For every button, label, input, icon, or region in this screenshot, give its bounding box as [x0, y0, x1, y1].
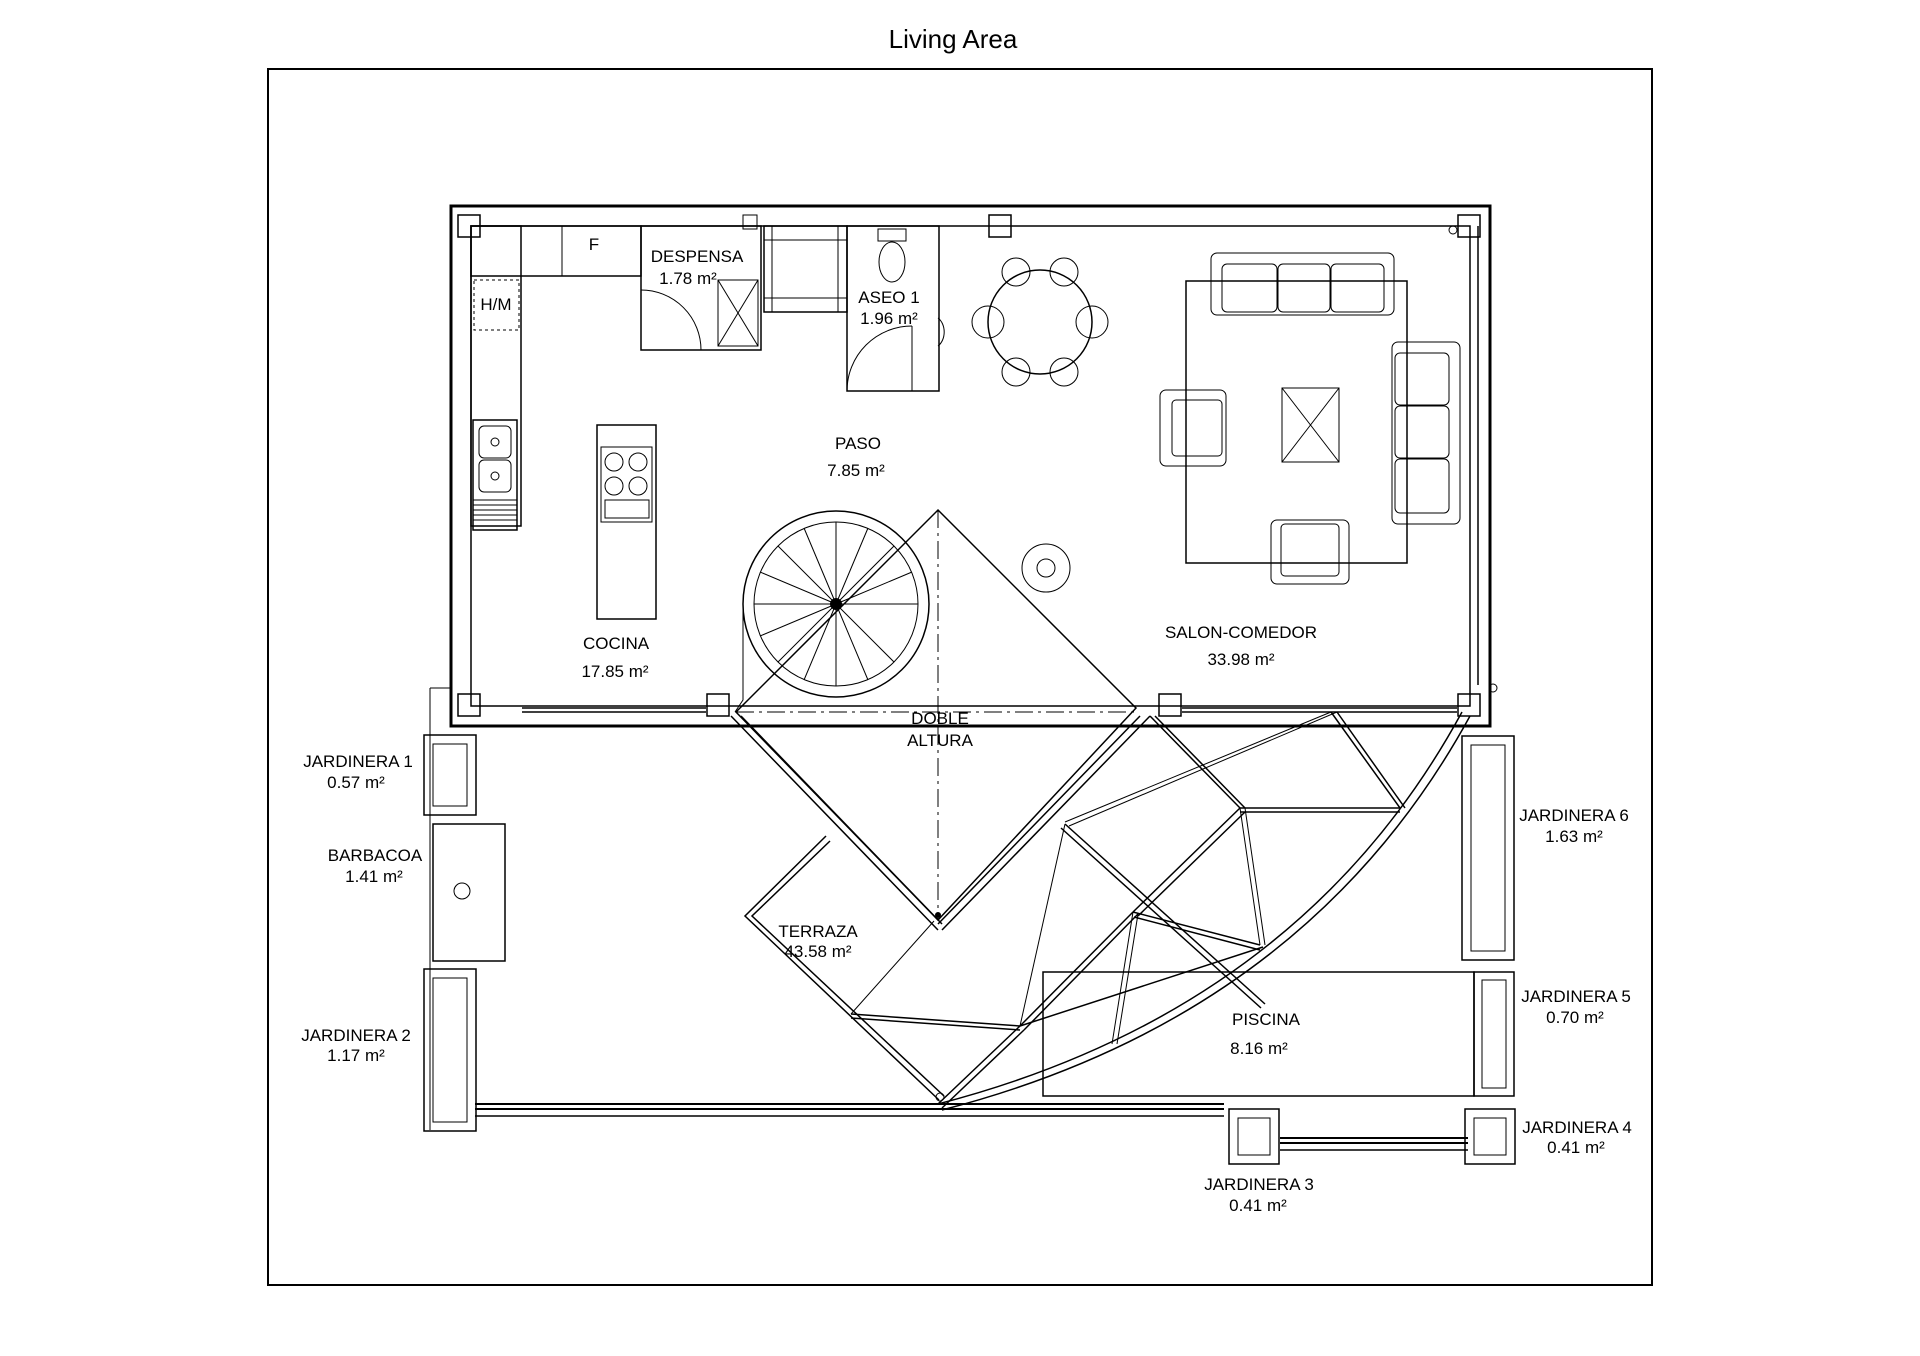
- jardinera5-name: JARDINERA 5: [1521, 987, 1631, 1006]
- paso-name: PASO: [835, 434, 881, 453]
- despensa-area: 1.78 m²: [659, 269, 717, 288]
- despensa-name: DESPENSA: [651, 247, 744, 266]
- kitchen-counter: H/M F: [470, 225, 657, 620]
- terrace-bottom-wall: [475, 1103, 1468, 1151]
- terrace-structure: [429, 687, 1471, 1130]
- despensa-room: DESPENSA 1.78 m²: [640, 214, 762, 351]
- jardinera1-name: JARDINERA 1: [303, 752, 413, 771]
- spiral-stair: [734, 510, 930, 713]
- double-height-void: DOBLE ALTURA: [730, 508, 1151, 931]
- cocina-name: COCINA: [583, 634, 650, 653]
- pool: [1042, 971, 1475, 1097]
- jardinera1-area: 0.57 m²: [327, 773, 385, 792]
- barbacoa-name: BARBACOA: [328, 846, 423, 865]
- aseo-name: ASEO 1: [858, 288, 919, 307]
- page-title: Living Area: [889, 24, 1018, 54]
- piscina-name: PISCINA: [1232, 1010, 1301, 1029]
- jardinera2-area: 1.17 m²: [327, 1046, 385, 1065]
- cocina-area: 17.85 m²: [581, 662, 648, 681]
- building-walls: [449, 204, 1498, 728]
- salon-name: SALON-COMEDOR: [1165, 623, 1317, 642]
- jardinera3-area: 0.41 m²: [1229, 1196, 1287, 1215]
- salon-area: 33.98 m²: [1207, 650, 1274, 669]
- jardinera2-name: JARDINERA 2: [301, 1026, 411, 1045]
- dining-table: [971, 257, 1109, 387]
- fridge-label: F: [589, 235, 599, 254]
- doble-line2: ALTURA: [907, 731, 973, 750]
- jardinera4-area: 0.41 m²: [1547, 1138, 1605, 1157]
- jardinera3-name: JARDINERA 3: [1204, 1175, 1314, 1194]
- drawing-frame: [267, 68, 1653, 1286]
- planters: [423, 734, 1516, 1165]
- doble-line1: DOBLE: [911, 709, 969, 728]
- aseo-room: ASEO 1 1.96 m²: [846, 225, 945, 392]
- jardinera5-area: 0.70 m²: [1546, 1008, 1604, 1027]
- aseo-area: 1.96 m²: [860, 309, 918, 328]
- storage-block: [763, 225, 848, 313]
- barbacoa-area: 1.41 m²: [345, 867, 403, 886]
- paso-area: 7.85 m²: [827, 461, 885, 480]
- jardinera6-area: 1.63 m²: [1545, 827, 1603, 846]
- living-furniture: [1021, 252, 1461, 593]
- terraza-name: TERRAZA: [778, 922, 858, 941]
- terraza-area: 43.58 m²: [784, 942, 851, 961]
- jardinera6-name: JARDINERA 6: [1519, 806, 1629, 825]
- hm-label: H/M: [480, 295, 511, 314]
- piscina-area: 8.16 m²: [1230, 1039, 1288, 1058]
- jardinera4-name: JARDINERA 4: [1522, 1118, 1632, 1137]
